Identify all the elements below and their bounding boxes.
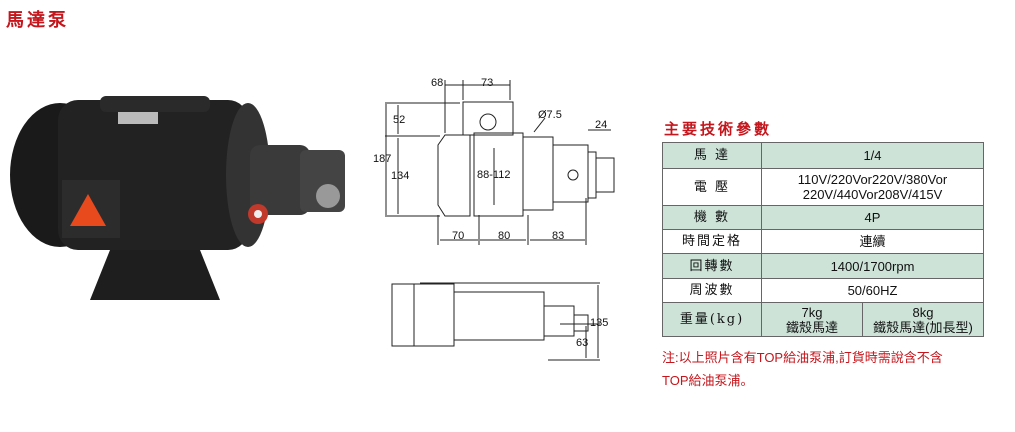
dim-83: 83 bbox=[552, 230, 564, 242]
spec-label: 機 數 bbox=[662, 205, 762, 230]
dim-80: 80 bbox=[498, 230, 510, 242]
top-view-drawing bbox=[385, 80, 615, 361]
dim-134: 134 bbox=[391, 170, 409, 182]
dim-70: 70 bbox=[452, 230, 464, 242]
motor-pump-photo bbox=[10, 96, 345, 300]
spec-title: 主要技術參數 bbox=[664, 120, 773, 138]
dim-88-112: 88-112 bbox=[477, 169, 510, 181]
spec-label: 電 壓 bbox=[662, 168, 762, 206]
weight-b-type: 鐵殼馬達(加長型) bbox=[873, 319, 973, 335]
dim-68: 68 bbox=[431, 77, 443, 89]
dim-24: 24 bbox=[595, 119, 607, 131]
dim-73: 73 bbox=[481, 77, 493, 89]
table-row: 時間定格連續 bbox=[662, 229, 984, 254]
warning-icon bbox=[70, 194, 106, 226]
page-title: 馬達泵 bbox=[6, 10, 69, 31]
dim-63: 63 bbox=[576, 337, 588, 349]
spec-value: 1/4 bbox=[761, 142, 984, 169]
weight-a-type: 鐵殼馬達 bbox=[785, 319, 838, 335]
order-note: 注:以上照片含有TOP給油泵浦,訂貨時需說含不含 TOP給油泵浦。 bbox=[662, 346, 992, 392]
spec-value: 連續 bbox=[761, 229, 984, 254]
spec-label: 時間定格 bbox=[662, 229, 762, 254]
spec-value: 4P bbox=[761, 205, 984, 230]
spec-value: 50/60HZ bbox=[761, 278, 984, 303]
dim-135: 135 bbox=[590, 317, 608, 329]
dim-52: 52 bbox=[393, 114, 405, 126]
note-line-2: TOP給油泵浦。 bbox=[662, 373, 754, 388]
weight-a: 7kg bbox=[801, 304, 823, 320]
voltage-line-2: 220V/440Vor208V/415V bbox=[802, 187, 943, 202]
spec-value: 1400/1700rpm bbox=[761, 253, 984, 279]
dim-hole: Ø7.5 bbox=[538, 109, 562, 121]
spec-label: 周波數 bbox=[662, 278, 762, 303]
spec-label: 回轉數 bbox=[662, 253, 762, 279]
weight-b: 8kg bbox=[912, 304, 934, 320]
note-line-1: 注:以上照片含有TOP給油泵浦,訂貨時需說含不含 bbox=[662, 350, 943, 365]
dim-187: 187 bbox=[373, 153, 391, 165]
spec-label: 馬 達 bbox=[662, 142, 762, 169]
spec-label: 重量(kg) bbox=[662, 302, 762, 337]
voltage-line-1: 110V/220Vor220V/380Vor bbox=[797, 172, 948, 187]
